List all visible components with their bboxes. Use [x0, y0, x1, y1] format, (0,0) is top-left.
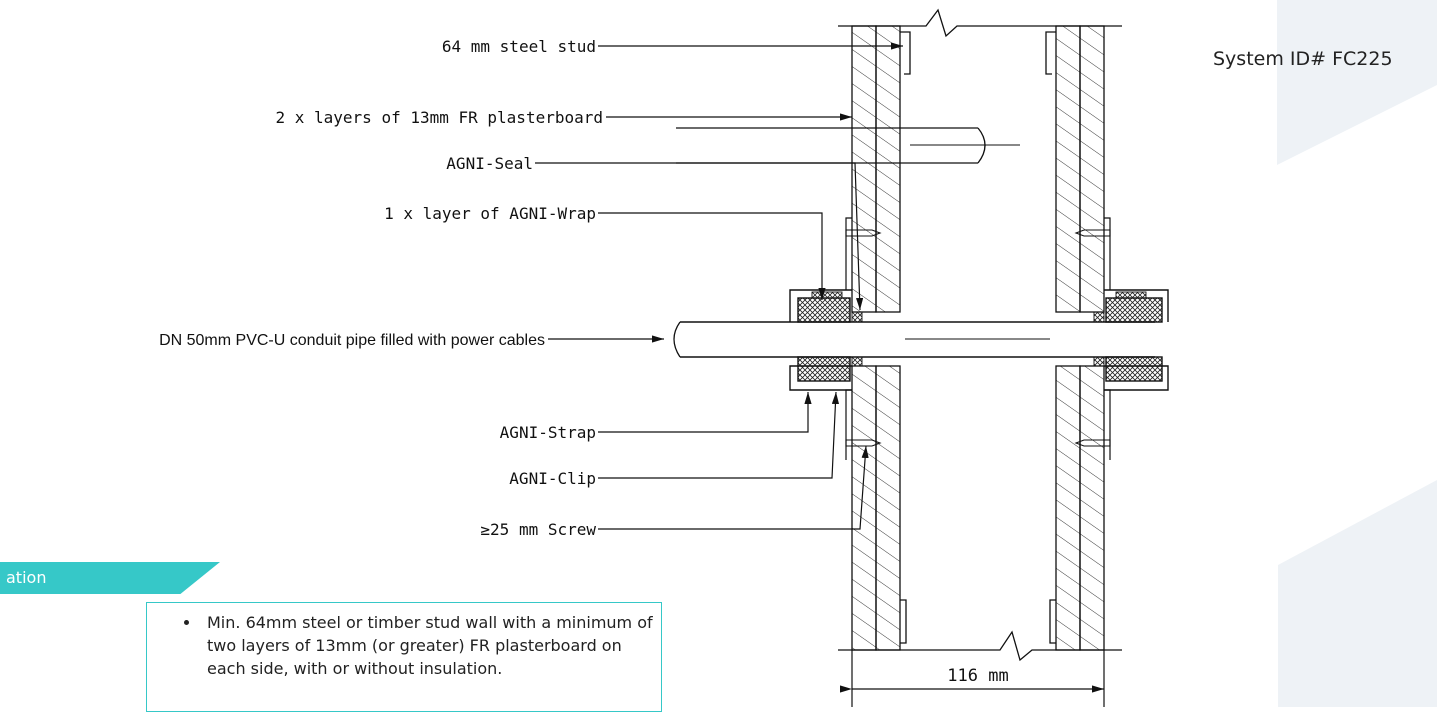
left-clip-lower	[845, 389, 852, 460]
note-item: Min. 64mm steel or timber stud wall with…	[201, 611, 661, 680]
dimension-label: 116 mm	[947, 666, 1008, 686]
label-agni-wrap: 1 x layer of AGNI-Wrap	[384, 204, 596, 223]
dimension-116: 116 mm	[840, 650, 1105, 707]
conduit-pipe	[673, 321, 1155, 358]
label-screw: ≥25 mm Screw	[480, 520, 596, 539]
label-agni-clip: AGNI-Clip	[509, 469, 596, 488]
leader-lines	[535, 42, 903, 530]
left-wrap-assembly	[789, 289, 863, 391]
label-steel-stud: 64 mm steel stud	[442, 37, 596, 56]
upper-pipe	[676, 127, 1020, 164]
left-wall	[851, 25, 911, 651]
right-clip-upper	[1104, 217, 1111, 290]
right-clip-lower	[1104, 389, 1111, 460]
right-wall	[1045, 25, 1105, 651]
label-agni-seal: AGNI-Seal	[446, 154, 533, 173]
section-tab-label: ation	[6, 568, 47, 587]
label-agni-strap: AGNI-Strap	[500, 423, 596, 442]
section-tab: ation	[0, 562, 220, 594]
left-clip-upper	[845, 217, 852, 290]
notes-list: Min. 64mm steel or timber stud wall with…	[147, 611, 661, 680]
notes-box: Min. 64mm steel or timber stud wall with…	[146, 602, 662, 712]
right-wrap-assembly	[1093, 289, 1169, 391]
bg-shape-bottom	[1278, 480, 1437, 707]
bottom-break-line	[838, 630, 1122, 662]
bg-shape-top	[1277, 0, 1437, 165]
label-plasterboard: 2 x layers of 13mm FR plasterboard	[275, 108, 603, 127]
system-id: System ID# FC225	[1213, 48, 1393, 70]
label-conduit-pipe: DN 50mm PVC-U conduit pipe filled with p…	[159, 332, 545, 349]
top-break-line	[838, 8, 1122, 38]
